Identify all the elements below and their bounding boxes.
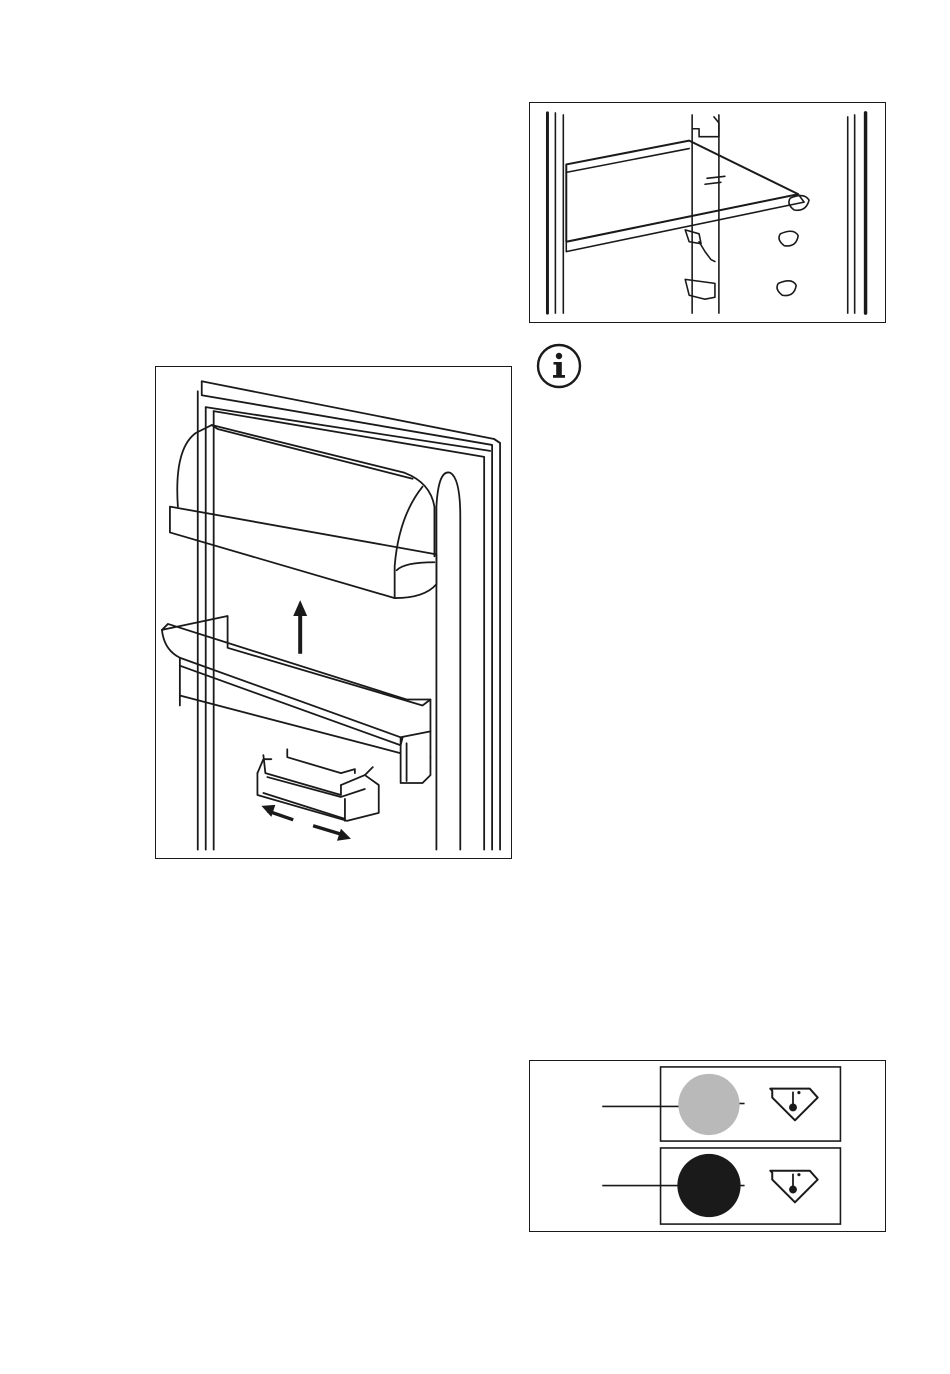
shelf-adjustment-illustration bbox=[530, 103, 885, 322]
indicator-figure bbox=[529, 1060, 886, 1232]
temperature-indicator-illustration bbox=[530, 1061, 885, 1231]
indicator-circle-light bbox=[678, 1074, 739, 1135]
door-figure bbox=[155, 366, 512, 859]
temperature-warning-icon bbox=[770, 1171, 817, 1203]
indicator-circle-dark bbox=[677, 1154, 740, 1217]
door-balcony-removal-illustration bbox=[156, 367, 511, 858]
info-icon bbox=[536, 343, 582, 389]
temperature-warning-icon bbox=[770, 1089, 817, 1121]
shelf-figure bbox=[529, 102, 886, 323]
